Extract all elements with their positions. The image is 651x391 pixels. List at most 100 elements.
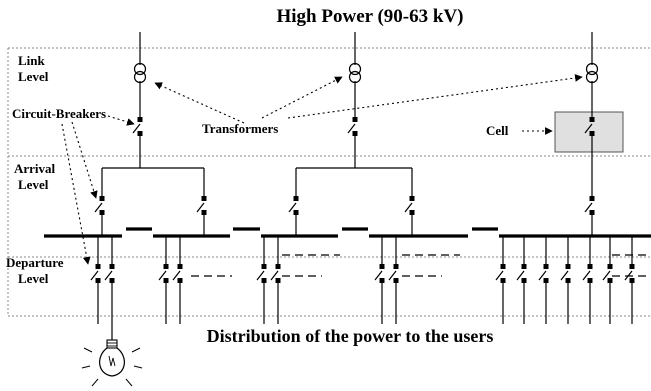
diagram-footer: Distribution of the power to the users	[207, 326, 494, 346]
bulb-ray-6	[131, 347, 141, 353]
departure-level-label: Departure Level	[6, 255, 67, 286]
link-circuit-breaker-icon-2	[347, 117, 358, 136]
breaker-contact-bottom	[109, 278, 115, 283]
departure-circuit-breaker-icon-1	[90, 264, 101, 283]
breaker-blade	[158, 270, 167, 281]
breaker-blade	[256, 270, 265, 281]
breaker-blade	[495, 270, 504, 281]
transformers-label: Transformers	[202, 121, 278, 136]
breaker-blade	[172, 270, 181, 281]
breaker-contact-bottom	[201, 210, 207, 215]
departure-circuit-breaker-icon-5	[256, 264, 267, 283]
breaker-contact-bottom	[393, 278, 399, 283]
breaker-contact-top	[589, 196, 595, 201]
breaker-contact-top	[293, 196, 299, 201]
breaker-blade	[624, 270, 633, 281]
circuit-elements	[81, 32, 635, 387]
breaker-contact-top	[565, 264, 571, 269]
link-level-label-line1: Link	[18, 53, 46, 68]
breaker-contact-top	[109, 264, 115, 269]
departure-circuit-breaker-icon-13	[582, 264, 593, 283]
departure-circuit-breaker-icon-3	[158, 264, 169, 283]
breaker-contact-top	[393, 264, 399, 269]
breaker-blade	[94, 202, 103, 213]
bulb-ray-5	[133, 365, 143, 369]
arrival-circuit-breaker-icon-right-1	[196, 196, 207, 215]
transformer-winding-primary	[585, 62, 599, 76]
breaker-contact-top	[500, 264, 506, 269]
breaker-blade	[104, 270, 113, 281]
breaker-contact-top	[163, 264, 169, 269]
breaker-blade	[584, 123, 593, 134]
arrival-level-label: Arrival Level	[14, 161, 58, 192]
breaker-contact-top	[275, 264, 281, 269]
link-circuit-breaker-icon-3	[584, 117, 595, 136]
breaker-contact-bottom	[293, 210, 299, 215]
departure-circuit-breaker-icon-15	[624, 264, 635, 283]
breaker-contact-top	[629, 264, 635, 269]
departure-circuit-breaker-icon-11	[538, 264, 549, 283]
circuit-breakers-arrow-3	[61, 123, 91, 265]
bulb-ray-1	[83, 347, 93, 353]
breaker-contact-bottom	[177, 278, 183, 283]
departure-level-label-line1: Departure	[6, 255, 64, 270]
breaker-contact-top	[95, 264, 101, 269]
breaker-contact-top	[521, 264, 527, 269]
link-circuit-breaker-icon-1	[132, 117, 143, 136]
breaker-contact-bottom	[352, 131, 358, 136]
breaker-blade	[516, 270, 525, 281]
breaker-blade	[132, 123, 141, 134]
bulb-filament	[108, 355, 116, 367]
arrival-circuit-breaker-icon-left-2	[288, 196, 299, 215]
breaker-blade	[196, 202, 205, 213]
breaker-contact-bottom	[261, 278, 267, 283]
cell-box	[554, 111, 624, 153]
breaker-contact-top	[201, 196, 207, 201]
breaker-contact-top	[99, 196, 105, 201]
breaker-contact-bottom	[95, 278, 101, 283]
breaker-contact-bottom	[163, 278, 169, 283]
level-boundaries	[7, 47, 651, 317]
transformer-winding-primary	[348, 62, 362, 76]
arrival-circuit-breaker-icon-3	[584, 196, 595, 215]
link-level-label: Link Level	[18, 53, 49, 84]
breaker-contact-top	[379, 264, 385, 269]
transformer-winding-secondary	[133, 70, 147, 84]
transformer-icon-2	[348, 62, 362, 84]
breaker-contact-top	[177, 264, 183, 269]
link-level-label-line2: Level	[18, 69, 49, 84]
breaker-contact-top	[352, 117, 358, 122]
breaker-contact-bottom	[521, 278, 527, 283]
departure-circuit-breaker-icon-2	[104, 264, 115, 283]
transformer-icon-3	[585, 62, 599, 84]
breaker-contact-bottom	[629, 278, 635, 283]
breaker-contact-top	[589, 117, 595, 122]
circuit-breakers-arrow-2	[71, 121, 98, 199]
transformer-winding-secondary	[585, 70, 599, 84]
departure-circuit-breaker-icon-14	[602, 264, 613, 283]
departure-circuit-breaker-icon-10	[516, 264, 527, 283]
breaker-contact-bottom	[409, 210, 415, 215]
breaker-blade	[404, 202, 413, 213]
departure-circuit-breaker-icon-6	[270, 264, 281, 283]
diagram-title: High Power (90-63 kV)	[277, 6, 464, 27]
cell-label: Cell	[486, 123, 509, 138]
light-bulb-icon	[81, 339, 143, 387]
transformers-arrow-3	[287, 74, 583, 119]
departure-circuit-breaker-icon-8	[388, 264, 399, 283]
arrival-circuit-breaker-icon-right-2	[404, 196, 415, 215]
transformers-arrow-1	[154, 82, 245, 124]
transformer-winding-secondary	[348, 70, 362, 84]
breaker-contact-bottom	[607, 278, 613, 283]
arrival-level-label-line2: Level	[18, 177, 49, 192]
breaker-contact-bottom	[543, 278, 549, 283]
busbars	[44, 227, 651, 238]
breaker-contact-top	[409, 196, 415, 201]
breaker-contact-bottom	[589, 210, 595, 215]
bulb-ray-4	[125, 378, 133, 387]
breaker-blade	[602, 270, 611, 281]
transformer-winding-primary	[133, 62, 147, 76]
bulb-ray-3	[91, 378, 99, 387]
breaker-blade	[288, 202, 297, 213]
breaker-blade	[538, 270, 547, 281]
